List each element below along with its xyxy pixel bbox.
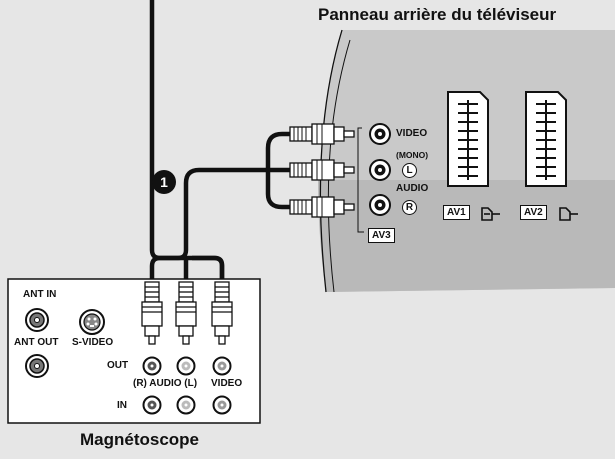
vcr-s-video-label: S-VIDEO: [72, 337, 114, 348]
vcr-audio-label: (R) AUDIO (L): [133, 378, 198, 389]
vcr-in-video-jack: [212, 395, 232, 415]
plug-vcr-3: [211, 281, 233, 345]
vcr-in-label: IN: [117, 400, 127, 411]
vcr-out-audio-l-jack: [176, 356, 196, 376]
vcr-out-audio-r-jack: [142, 356, 162, 376]
vcr-ant-in-jack: [25, 308, 49, 332]
vcr-ant-in-label: ANT IN: [23, 289, 57, 300]
r-circle: R: [402, 200, 417, 215]
vcr-s-video-jack: [79, 309, 105, 335]
cable-bundle-video: [149, 167, 290, 282]
tv-jack-audio-r: [369, 194, 391, 216]
tv-audio-label: AUDIO: [396, 183, 429, 194]
av3-bracket: [357, 127, 364, 233]
tv-video-label: VIDEO: [396, 128, 428, 139]
vcr-in-audio-l-jack: [176, 395, 196, 415]
vcr-out-label: OUT: [107, 360, 129, 371]
plug-video-tv: [289, 123, 355, 145]
plug-vcr-1: [141, 281, 163, 345]
tv-panel-edge: [319, 29, 343, 293]
tv-r-label: R: [402, 197, 417, 215]
step-badge: 1: [152, 170, 176, 194]
plug-audio-r-tv: [289, 196, 355, 218]
tv-jack-video: [369, 123, 391, 145]
scart-av1: [447, 91, 489, 187]
vcr-ant-out-jack: [25, 354, 49, 378]
av2-label: AV2: [520, 205, 547, 220]
scart-av1-icon: [481, 207, 500, 221]
tv-panel-lower-shade: [318, 180, 615, 292]
l-circle: L: [402, 163, 417, 178]
vcr-out-video-jack: [212, 356, 232, 376]
vcr-in-audio-r-jack: [142, 395, 162, 415]
tv-mono-label: (MONO): [396, 150, 429, 160]
av3-label: AV3: [368, 228, 395, 243]
vcr-title: Magnétoscope: [80, 430, 200, 449]
tv-l-label: L: [402, 160, 417, 178]
plug-audio-l-tv: [289, 159, 355, 181]
tv-panel-title: Panneau arrière du téléviseur: [318, 5, 557, 24]
cable-bundle-audio-r: [192, 255, 225, 282]
scart-av2-icon: [559, 207, 578, 221]
plug-vcr-2: [175, 281, 197, 345]
vcr-video-label: VIDEO: [211, 378, 243, 389]
scart-av2: [525, 91, 567, 187]
av1-label: AV1: [443, 205, 470, 220]
cable-loop-top: [265, 131, 290, 210]
vcr-ant-out-label: ANT OUT: [14, 337, 59, 348]
tv-jack-audio-l: [369, 159, 391, 181]
